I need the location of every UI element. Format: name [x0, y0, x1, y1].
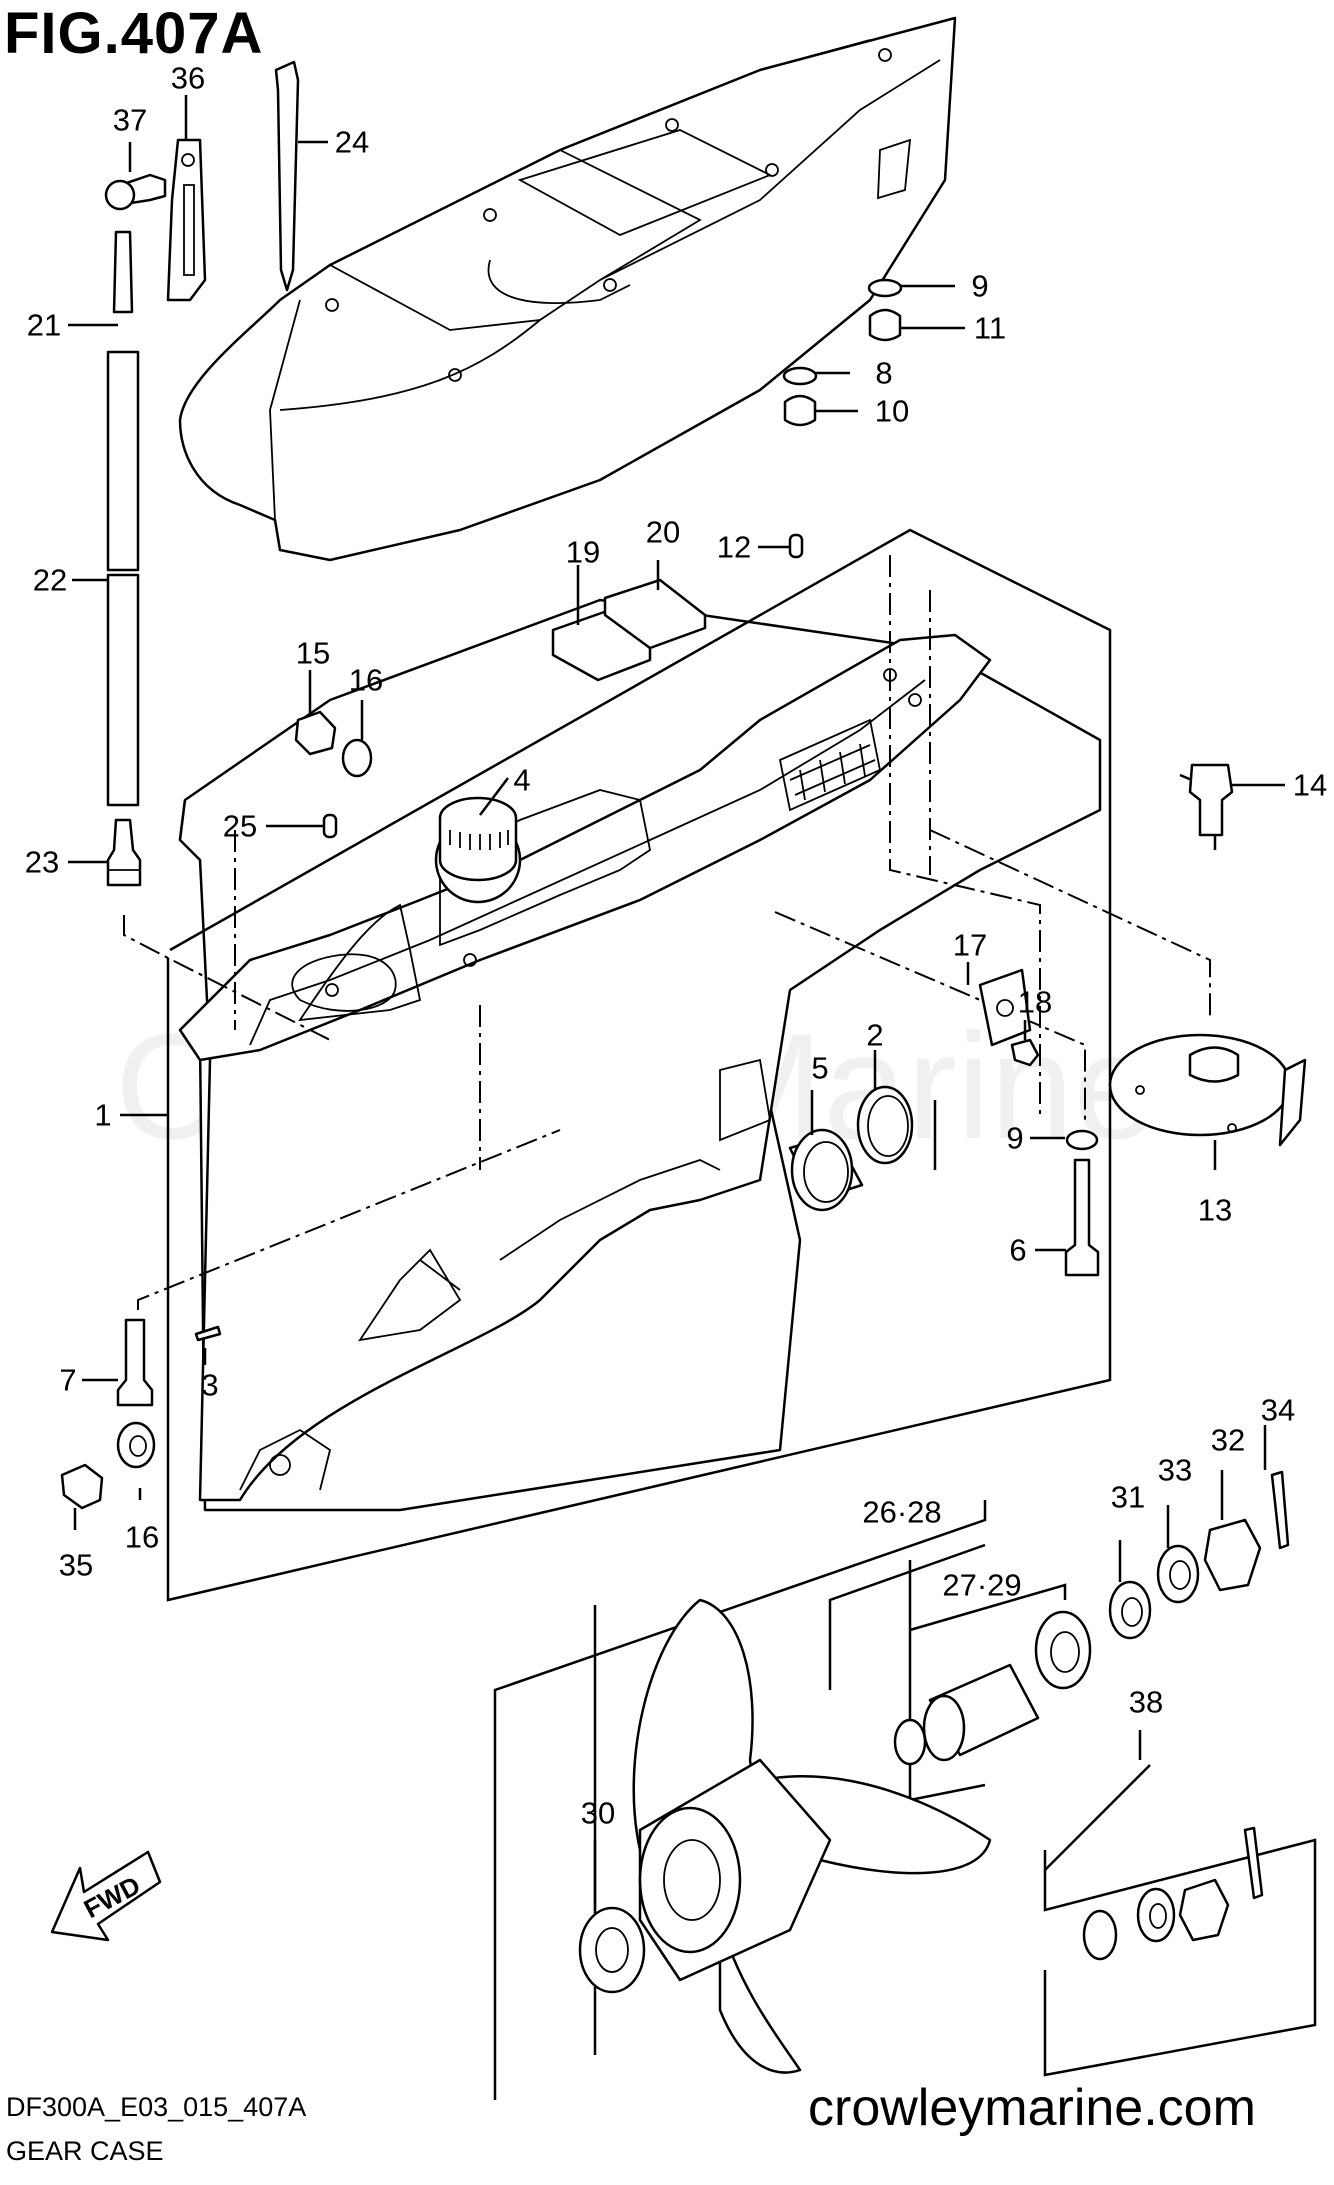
callout-8: 8: [875, 355, 893, 391]
callout-20: 20: [645, 514, 681, 550]
gear-case-part: [180, 600, 1100, 1510]
callout-leaders: [68, 95, 1285, 1910]
callout-31: 31: [1110, 1479, 1146, 1515]
part-13-anode: [1110, 1035, 1305, 1145]
callout-26-28: 26·28: [862, 1494, 942, 1530]
part-35-16-plug: [62, 1423, 154, 1508]
callout-18: 18: [1017, 984, 1053, 1020]
upper-cover-part: [180, 18, 955, 560]
callout-16-upper: 16: [348, 662, 384, 698]
callout-34: 34: [1260, 1392, 1296, 1428]
callout-16-lower: 16: [124, 1519, 160, 1555]
callout-13: 13: [1197, 1192, 1233, 1228]
callout-1: 1: [94, 1097, 112, 1133]
part-38-kit: [1084, 1828, 1262, 1959]
callout-6: 6: [1009, 1232, 1027, 1268]
callout-3: 3: [201, 1367, 219, 1403]
part-19-20-pads: [553, 580, 705, 680]
callout-10: 10: [874, 393, 910, 429]
callout-37: 37: [112, 102, 148, 138]
diagram-caption: GEAR CASE: [6, 2136, 164, 2166]
part-17-18-block: [980, 970, 1038, 1065]
callout-5: 5: [811, 1050, 829, 1086]
part-37-bolt: [106, 175, 165, 209]
callout-12: 12: [716, 529, 752, 565]
fwd-arrow-icon: [52, 1852, 160, 1940]
callout-30: 30: [580, 1795, 616, 1831]
part-15-16-plug: [296, 712, 371, 776]
part-36-clip: [168, 140, 205, 300]
callout-25: 25: [222, 808, 258, 844]
callout-33: 33: [1157, 1452, 1193, 1488]
callout-7: 7: [59, 1362, 77, 1398]
assembly-lines: [124, 530, 1315, 2100]
callout-21: 21: [26, 307, 62, 343]
propeller-part: [634, 1600, 990, 2073]
callout-11: 11: [973, 310, 1007, 346]
part-9-6-washer-bolt: [1066, 1131, 1098, 1275]
callout-38: 38: [1128, 1684, 1164, 1720]
part-5-2-seals: [790, 1087, 912, 1210]
part-21-22-23-tube: [108, 232, 140, 885]
part-30-bushing: [580, 1908, 644, 1992]
callout-15: 15: [295, 635, 331, 671]
part-9-11-8-10-nuts: [784, 280, 901, 425]
part-24-tie: [276, 62, 298, 290]
callout-2: 2: [866, 1017, 884, 1053]
callout-32: 32: [1210, 1422, 1246, 1458]
callout-19: 19: [565, 534, 601, 570]
callout-4: 4: [513, 762, 531, 798]
callout-27-29: 27·29: [942, 1567, 1022, 1603]
part-25-pin: [324, 815, 336, 837]
part-27-29-bushing: [895, 1612, 1090, 1764]
part-7-bolt: [118, 1320, 152, 1405]
website-link[interactable]: crowleymarine.com: [808, 2079, 1256, 2137]
callout-14: 14: [1292, 767, 1328, 803]
figure-title: FIG.407A: [4, 1, 264, 66]
drawing-code: DF300A_E03_015_407A: [6, 2092, 307, 2122]
callout-17: 17: [952, 927, 988, 963]
callout-24: 24: [334, 124, 370, 160]
callout-9-upper: 9: [971, 268, 989, 304]
callout-9-lower: 9: [1006, 1120, 1024, 1156]
callout-22: 22: [32, 562, 68, 598]
callout-23: 23: [24, 844, 60, 880]
part-14-bolt: [1190, 765, 1232, 835]
part-3-pin: [196, 1327, 220, 1340]
callout-36: 36: [170, 60, 206, 96]
part-34-33-32-31-hardware: [1110, 1472, 1288, 1638]
part-12-pin: [790, 535, 802, 557]
callout-35: 35: [58, 1547, 94, 1583]
